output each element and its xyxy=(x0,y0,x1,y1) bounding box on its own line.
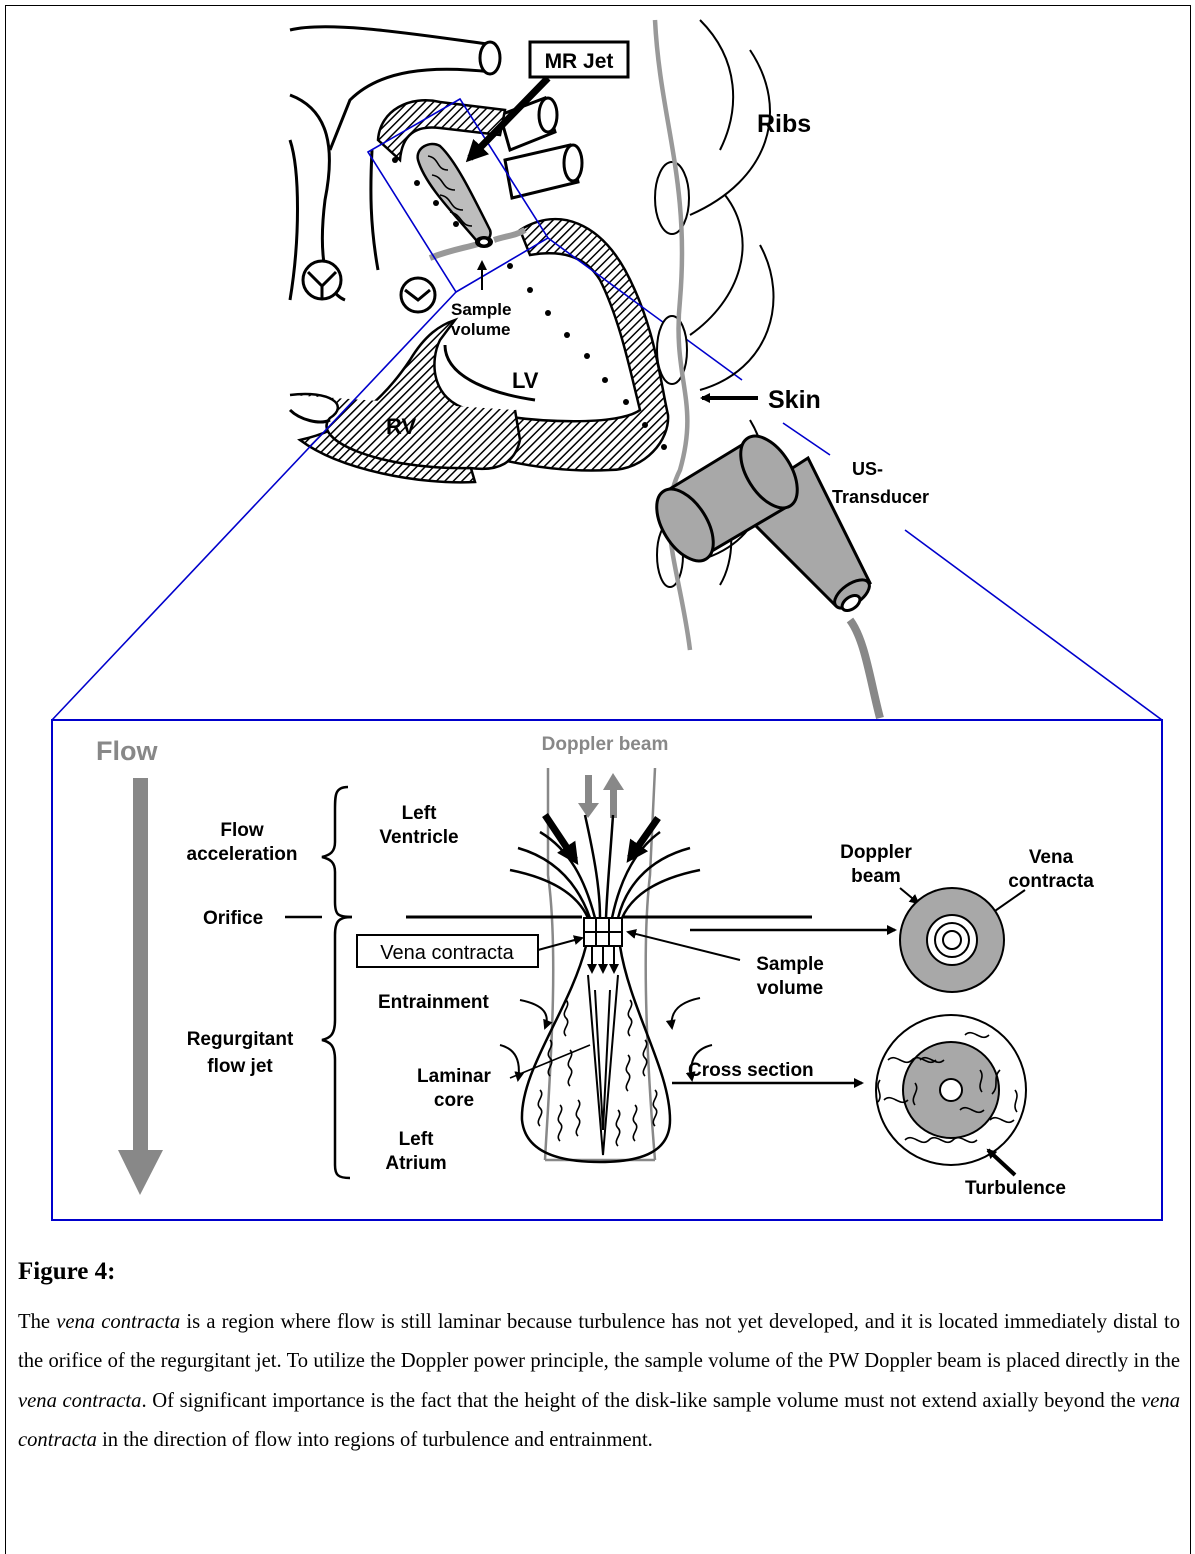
heart-sample-label-2: volume xyxy=(451,320,511,339)
doppler-beam-right-label-1: Doppler xyxy=(840,842,912,863)
heart-sample-label-1: Sample xyxy=(451,300,511,319)
laminar-core-label-1: Laminar xyxy=(417,1066,492,1087)
vena-contracta-box-label: Vena contracta xyxy=(380,942,514,964)
ribs-label: Ribs xyxy=(757,110,811,138)
cross-section-label: Cross section xyxy=(688,1060,814,1081)
mr-jet xyxy=(418,144,493,248)
caption-part-4: in the direction of flow into regions of… xyxy=(97,1429,653,1451)
caption-part-3: . Of significant importance is the fact … xyxy=(141,1390,1141,1412)
left-atrium-label-2: Atrium xyxy=(385,1153,446,1174)
skin-label: Skin xyxy=(768,386,821,414)
sample-volume-label-1: Sample xyxy=(756,954,824,975)
caption-part-2: is a region where flow is still laminar … xyxy=(18,1311,1180,1372)
laminar-core-label-2: core xyxy=(434,1090,474,1111)
figure-caption-title: Figure 4: xyxy=(18,1258,115,1286)
figure-caption-text: The vena contracta is a region where flo… xyxy=(18,1303,1180,1460)
turbulence-cross-section xyxy=(876,1015,1026,1165)
left-ventricle-label-2: Ventricle xyxy=(379,827,458,848)
lv-label: LV xyxy=(512,368,539,393)
entrainment-label: Entrainment xyxy=(378,992,490,1013)
caption-part-1: The xyxy=(18,1311,56,1333)
vena-contracta-right-label-1: Vena xyxy=(1029,847,1074,868)
flow-accel-label-1: Flow xyxy=(220,820,263,841)
valves xyxy=(303,261,435,312)
flow-accel-label-2: acceleration xyxy=(187,844,298,865)
turbulence-label: Turbulence xyxy=(965,1178,1066,1199)
figure-4-diagram: MR Jet Sample volume LV RV Ribs Skin US-… xyxy=(0,0,1195,1250)
doppler-beam-top-label: Doppler beam xyxy=(542,734,669,755)
left-ventricle-label-1: Left xyxy=(402,803,438,824)
left-atrium-label-1: Left xyxy=(399,1129,435,1150)
orifice-label: Orifice xyxy=(203,908,263,929)
caption-term-vena-contracta-1: vena contracta xyxy=(56,1311,180,1333)
heart-illustration xyxy=(290,27,668,483)
regurgitant-label-2: flow jet xyxy=(207,1056,273,1077)
flow-label: Flow xyxy=(96,736,158,766)
us-label-2: Transducer xyxy=(832,487,929,507)
doppler-beam-right-label-2: beam xyxy=(851,866,901,887)
us-label-1: US- xyxy=(852,459,883,479)
sample-volume-label-2: volume xyxy=(757,978,824,999)
caption-term-vena-contracta-2: vena contracta xyxy=(18,1390,141,1412)
aorta-opening xyxy=(480,42,500,74)
rv-label: RV xyxy=(386,414,416,439)
mr-jet-label: MR Jet xyxy=(545,50,614,73)
regurgitant-label-1: Regurgitant xyxy=(187,1029,294,1050)
vena-contracta-right-label-2: contracta xyxy=(1008,871,1094,892)
doppler-cross-section xyxy=(900,888,1004,992)
flow-arrow-shaft xyxy=(133,778,148,1153)
